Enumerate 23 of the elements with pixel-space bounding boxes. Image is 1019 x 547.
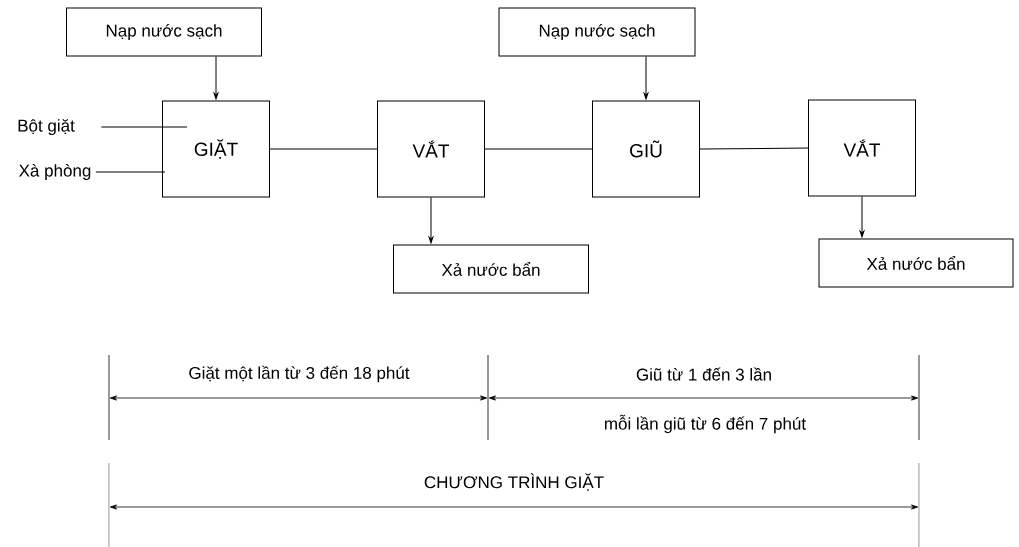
input-label: Xà phòng [19, 164, 91, 181]
connector-line [699, 147, 809, 150]
dimension-label: CHƯƠNG TRÌNH GIẶT [424, 473, 604, 491]
process-box: VẮT [808, 99, 916, 197]
connector-line [100, 126, 188, 128]
arrow [859, 196, 865, 238]
water-box: Xả nước bẩn [393, 244, 589, 294]
process-box: GIŨ [592, 100, 700, 198]
dimension-label: mỗi lần giũ từ 6 đến 7 phút [605, 414, 806, 434]
water-box: Nạp nước sạch [66, 7, 262, 57]
arrow [428, 197, 434, 244]
arrow [213, 56, 219, 100]
dimension-label: Giũ từ 1 đến 3 lần [636, 367, 771, 381]
water-box: Nạp nước sạch [498, 7, 696, 57]
connector-line [269, 148, 378, 150]
dimension-label: Giặt một lần từ 3 đến 18 phút [189, 365, 410, 383]
water-box: Xả nước bẩn [818, 238, 1014, 288]
process-box: GIẶT [162, 100, 270, 198]
process-box: VẮT [377, 100, 485, 198]
connector-line [484, 148, 593, 150]
arrow [643, 56, 649, 100]
connector-line [95, 171, 166, 173]
input-label: Bột giặt [18, 119, 75, 136]
